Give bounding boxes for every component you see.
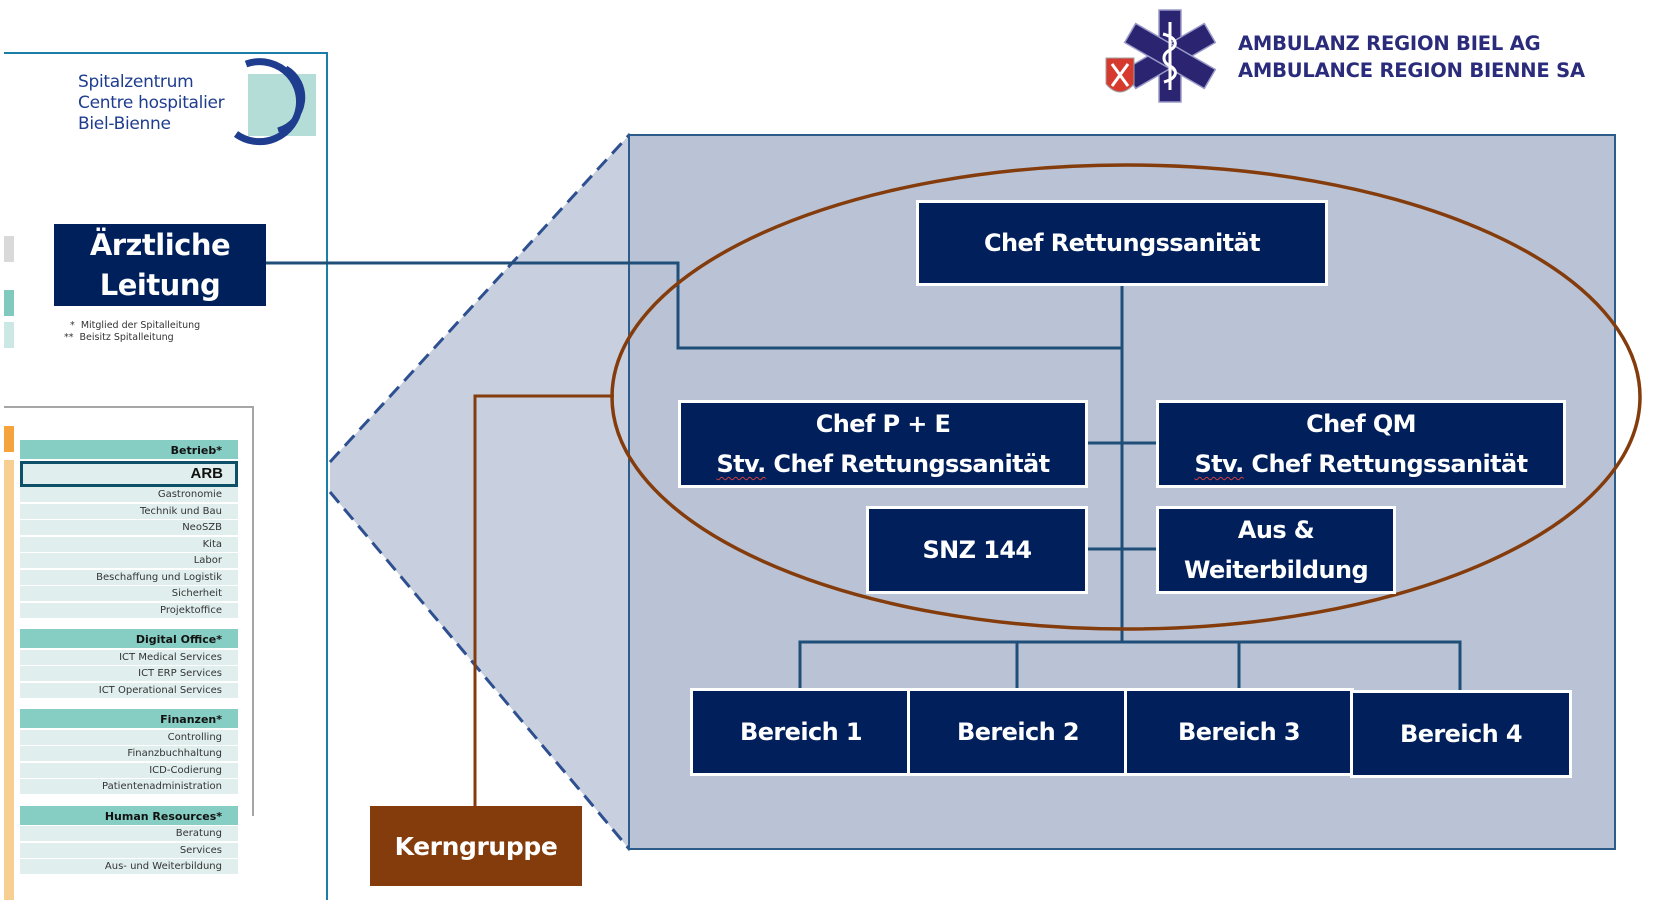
aerztliche-leitung-box: Ärztliche Leitung	[54, 224, 266, 306]
kerngruppe-ellipse	[610, 163, 1642, 631]
snz-144-label: SNZ 144	[922, 536, 1032, 564]
chef-pe-box: Chef P + E Stv. Chef Rettungssanität	[678, 400, 1088, 488]
divider-line-vertical	[252, 406, 254, 816]
kerngruppe-label-box: Kerngruppe	[370, 806, 582, 886]
bereich-2-box: Bereich 2	[907, 688, 1129, 776]
szb-arc-logo-icon	[233, 58, 306, 146]
chef-pe-subtitle: Stv. Chef Rettungssanität	[716, 450, 1051, 478]
divider-line	[4, 406, 254, 408]
chef-rettungssanitaet-box: Chef Rettungssanität	[916, 200, 1328, 286]
bereich-1-label: Bereich 1	[740, 718, 862, 746]
list-item: ICT Operational Services	[20, 682, 238, 699]
bereich-bus-connector	[798, 640, 1462, 690]
list-item: Beratung	[20, 826, 238, 842]
stv-abbrev: Stv.	[1194, 450, 1245, 478]
bereich-2-label: Bereich 2	[957, 718, 1079, 746]
aerztliche-leitung-connector	[266, 261, 1122, 350]
list-item: ICD-Codierung	[20, 762, 238, 779]
list-item: Services	[20, 842, 238, 859]
list-item: Controlling	[20, 729, 238, 746]
stv-abbrev: Stv.	[716, 450, 767, 478]
snz-144-box: SNZ 144	[866, 506, 1088, 594]
legend-swatch-teal	[4, 290, 14, 316]
kerngruppe-label: Kerngruppe	[394, 831, 558, 861]
bereich-3-label: Bereich 3	[1178, 718, 1300, 746]
list-item: Kita	[20, 536, 238, 553]
group-header-human-resources: Human Resources*	[20, 805, 238, 826]
aus-weiterbildung-line2: Weiterbildung	[1183, 556, 1369, 584]
list-item: Patientenadministration	[20, 779, 238, 795]
list-item: Technik und Bau	[20, 503, 238, 520]
chef-rettungssanitaet-label: Chef Rettungssanität	[983, 229, 1261, 257]
ambulance-logo-text: AMBULANZ REGION BIEL AG AMBULANCE REGION…	[1238, 30, 1585, 84]
hospital-logo-line: Spitalzentrum	[78, 72, 194, 92]
zoom-wedge-upper-edge	[328, 132, 632, 464]
bereich-3-box: Bereich 3	[1124, 688, 1354, 776]
list-item: Sicherheit	[20, 586, 238, 602]
footnote-assessor: ** Beisitz Spitalleitung	[64, 332, 174, 343]
list-item: Projektoffice	[20, 602, 238, 619]
department-list: Betrieb* ARB Gastronomie Technik und Bau…	[20, 440, 238, 876]
bereich-4-label: Bereich 4	[1400, 720, 1522, 748]
ambulance-logo-line2: AMBULANCE REGION BIENNE SA	[1238, 59, 1585, 82]
list-item: ICT Medical Services	[20, 649, 238, 666]
highlight-arb: ARB	[20, 460, 238, 487]
list-item: NeoSZB	[20, 520, 238, 536]
group-header-finanzen: Finanzen*	[20, 709, 238, 729]
bereich-4-box: Bereich 4	[1350, 690, 1572, 778]
group-header-betrieb: Betrieb*	[20, 440, 238, 460]
zoom-wedge-lower-edge	[328, 491, 632, 851]
hospital-logo-text: Spitalzentrum Centre hospitalier Biel-Bi…	[78, 72, 225, 135]
aus-weiterbildung-line1: Aus &	[1237, 516, 1315, 544]
list-item: Aus- und Weiterbildung	[20, 859, 238, 875]
group-header-digital-office: Digital Office*	[20, 629, 238, 649]
hospital-logo-line: Biel-Bienne	[78, 114, 171, 134]
list-item: ICT ERP Services	[20, 666, 238, 682]
aerztliche-leitung-line1: Ärztliche	[89, 228, 231, 262]
list-item: Beschaffung und Logistik	[20, 569, 238, 586]
red-crest-crossed-axes-icon	[1105, 57, 1135, 93]
hospital-org-document	[4, 52, 328, 900]
legend-swatch-lightteal	[4, 322, 14, 348]
list-item: Gastronomie	[20, 487, 238, 503]
aerztliche-leitung-line2: Leitung	[99, 268, 221, 302]
chef-qm-title: Chef QM	[1306, 410, 1416, 438]
star-of-life-icon	[1123, 9, 1217, 103]
bereich-1-box: Bereich 1	[690, 688, 912, 776]
chef-qm-box: Chef QM Stv. Chef Rettungssanität	[1156, 400, 1566, 488]
legend-swatch-grey	[4, 236, 14, 262]
ambulance-logo	[1105, 9, 1217, 103]
chef-pe-title: Chef P + E	[815, 410, 951, 438]
ambulance-logo-line1: AMBULANZ REGION BIEL AG	[1238, 32, 1541, 55]
hospital-logo-line: Centre hospitalier	[78, 93, 225, 113]
szb-logo-square	[248, 74, 316, 136]
footnote-member: * Mitglied der Spitalleitung	[64, 320, 201, 331]
list-item: Labor	[20, 553, 238, 569]
chef-qm-subtitle: Stv. Chef Rettungssanität	[1194, 450, 1529, 478]
kerngruppe-connector	[473, 394, 614, 806]
aus-weiterbildung-box: Aus & Weiterbildung	[1156, 506, 1396, 594]
category-bar	[4, 460, 14, 900]
list-item: Finanzbuchhaltung	[20, 746, 238, 762]
category-marker	[4, 426, 14, 452]
